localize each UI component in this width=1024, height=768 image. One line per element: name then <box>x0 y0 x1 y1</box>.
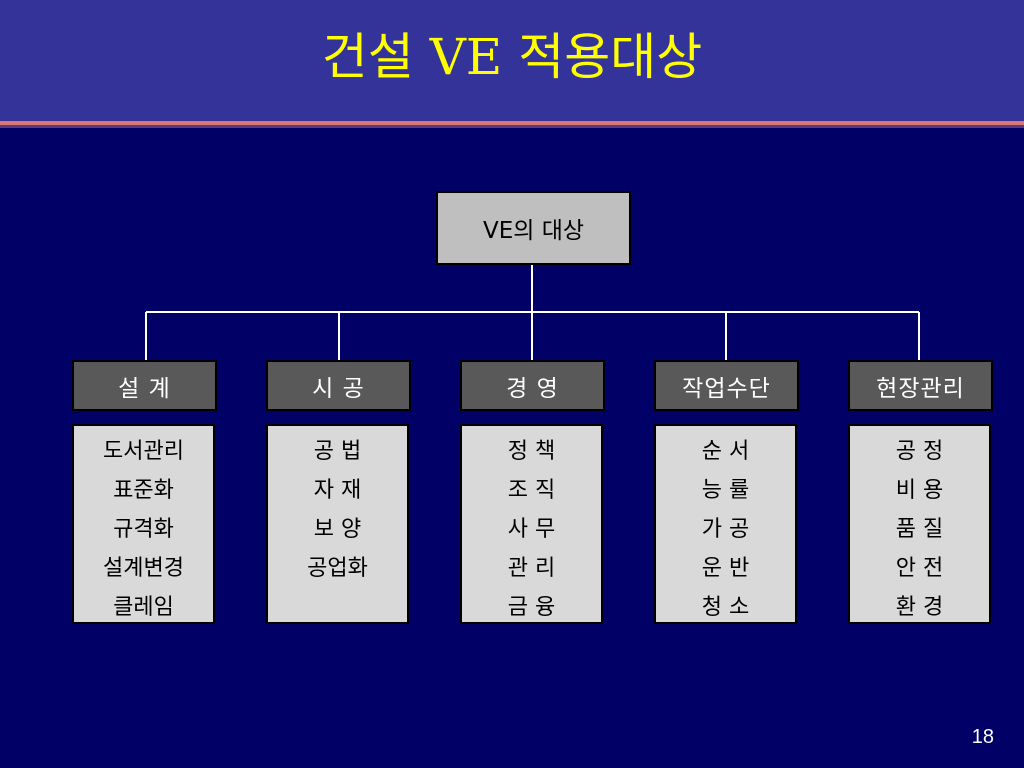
list-item: 규격화 <box>113 517 174 542</box>
category-construction: 시 공 <box>266 360 411 411</box>
root-node-label: VE의 대상 <box>482 218 585 244</box>
items-work-means: 순 서 능 률 가 공 운 반 청 소 <box>654 424 797 624</box>
list-item: 비 용 <box>895 478 944 503</box>
list-item: 가 공 <box>701 517 750 542</box>
list-item: 보 양 <box>313 517 362 542</box>
list-item: 청 소 <box>701 595 750 620</box>
page-number: 18 <box>971 726 994 748</box>
list-item: 클레임 <box>113 595 174 620</box>
list-item: 조 직 <box>507 478 556 503</box>
category-label: 작업수단 <box>682 375 771 402</box>
title-bar <box>0 0 1024 121</box>
items-design: 도서관리 표준화 규격화 설계변경 클레임 <box>72 424 215 624</box>
list-item: 운 반 <box>701 556 750 581</box>
list-item: 품 질 <box>895 517 944 542</box>
slide-title: 건설 VE 적용대상 <box>321 28 703 86</box>
category-label: 경 영 <box>506 375 559 402</box>
list-item: 순 서 <box>701 439 750 464</box>
list-item: 설계변경 <box>103 556 184 581</box>
list-item: 능 률 <box>701 478 750 503</box>
list-item: 공 법 <box>313 439 362 464</box>
list-item: 정 책 <box>507 439 556 464</box>
list-item: 공 정 <box>895 439 944 464</box>
list-item: 금 융 <box>507 595 556 620</box>
list-item: 안 전 <box>895 556 944 581</box>
list-item: 환 경 <box>895 595 944 620</box>
category-label: 시 공 <box>312 375 365 402</box>
list-item: 표준화 <box>113 478 174 503</box>
title-divider <box>0 121 1024 125</box>
category-design: 설 계 <box>72 360 217 411</box>
category-management: 경 영 <box>460 360 605 411</box>
root-node: VE의 대상 <box>436 191 631 265</box>
items-management: 정 책 조 직 사 무 관 리 금 융 <box>460 424 603 624</box>
category-label: 현장관리 <box>876 375 965 402</box>
items-site-management: 공 정 비 용 품 질 안 전 환 경 <box>848 424 991 624</box>
list-item: 사 무 <box>507 517 556 542</box>
category-work-means: 작업수단 <box>654 360 799 411</box>
category-label: 설 계 <box>118 375 171 402</box>
list-item: 관 리 <box>507 556 556 581</box>
list-item: 자 재 <box>313 478 362 503</box>
list-item: 공업화 <box>307 556 368 581</box>
items-construction: 공 법 자 재 보 양 공업화 <box>266 424 409 624</box>
title-divider-shadow <box>0 125 1024 128</box>
category-site-management: 현장관리 <box>848 360 993 411</box>
list-item: 도서관리 <box>103 439 184 464</box>
